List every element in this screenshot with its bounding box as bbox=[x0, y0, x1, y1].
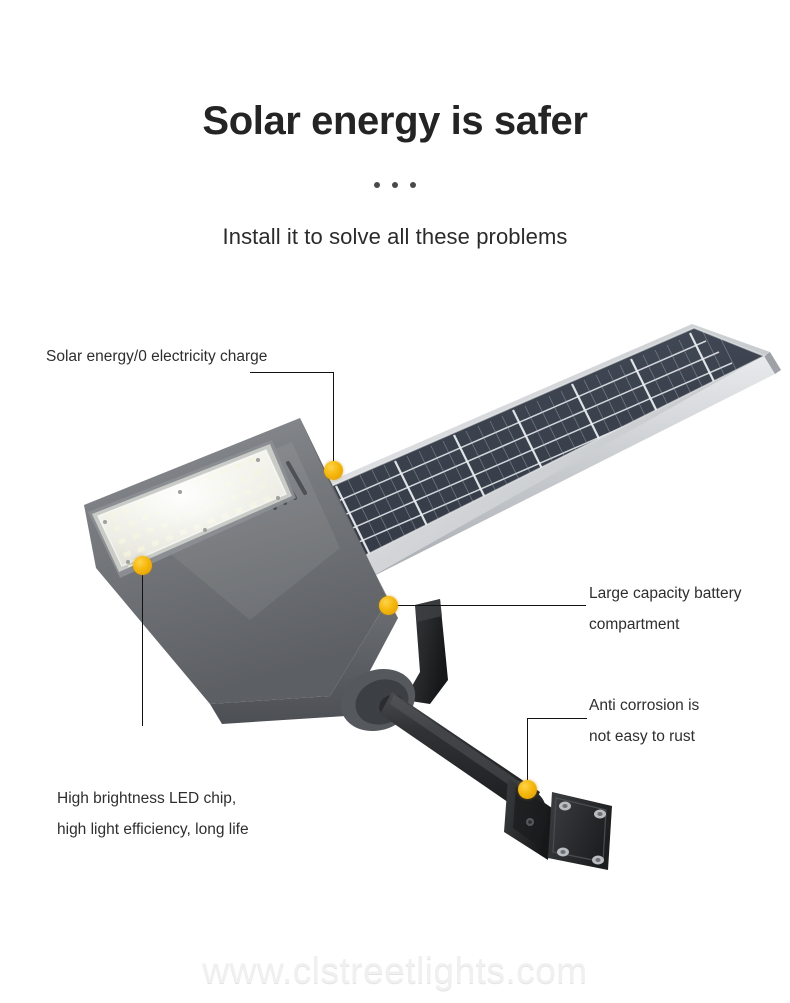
support-bracket bbox=[404, 599, 448, 704]
marker-dot-led-chip[interactable] bbox=[133, 556, 152, 575]
leader-line-led bbox=[142, 566, 144, 726]
divider-dot bbox=[392, 182, 398, 188]
leader-line-anti-vertical bbox=[527, 718, 529, 790]
divider-dot bbox=[374, 182, 380, 188]
callout-solar-energy: Solar energy/0 electricity charge bbox=[46, 341, 267, 372]
solar-panel bbox=[268, 324, 781, 582]
callout-line: Anti corrosion is bbox=[589, 697, 700, 714]
bezel-screws bbox=[103, 458, 280, 564]
callout-battery-compartment: Large capacity battery compartment bbox=[589, 578, 742, 640]
site-watermark: www.clstreetlights.com bbox=[202, 950, 588, 991]
leader-line-battery bbox=[388, 605, 586, 607]
callout-line: Large capacity battery bbox=[589, 585, 742, 602]
marker-dot-solar-energy[interactable] bbox=[324, 461, 343, 480]
callout-anti-corrosion: Anti corrosion is not easy to rust bbox=[589, 690, 699, 752]
marker-dot-battery-compartment[interactable] bbox=[379, 596, 398, 615]
callout-line: not easy to rust bbox=[589, 728, 695, 745]
led-luminaire-head bbox=[88, 440, 296, 578]
divider-dot bbox=[410, 182, 416, 188]
led-lens-rim bbox=[97, 449, 287, 567]
product-illustration bbox=[84, 324, 781, 870]
panel-frame-edge-right bbox=[764, 352, 781, 374]
callout-line: Solar energy/0 electricity charge bbox=[46, 348, 268, 365]
callout-line: high light efficiency, long life bbox=[57, 821, 249, 838]
page-title: Solar energy is safer bbox=[202, 99, 588, 143]
wall-mount-plate bbox=[504, 778, 612, 870]
leader-line-anti-horizontal bbox=[527, 718, 587, 720]
callout-led-chip: High brightness LED chip, high light eff… bbox=[57, 783, 249, 845]
mount-bolts bbox=[557, 801, 606, 865]
callout-line: compartment bbox=[589, 616, 680, 633]
leader-line-solar-vertical bbox=[333, 372, 335, 470]
page-subtitle: Install it to solve all these problems bbox=[222, 224, 568, 249]
leader-line-solar-horizontal bbox=[250, 372, 334, 374]
callout-line: High brightness LED chip, bbox=[57, 790, 237, 807]
panel-cell-field bbox=[277, 328, 764, 562]
dot-divider bbox=[0, 182, 790, 188]
marker-dot-anti-corrosion[interactable] bbox=[518, 780, 537, 799]
